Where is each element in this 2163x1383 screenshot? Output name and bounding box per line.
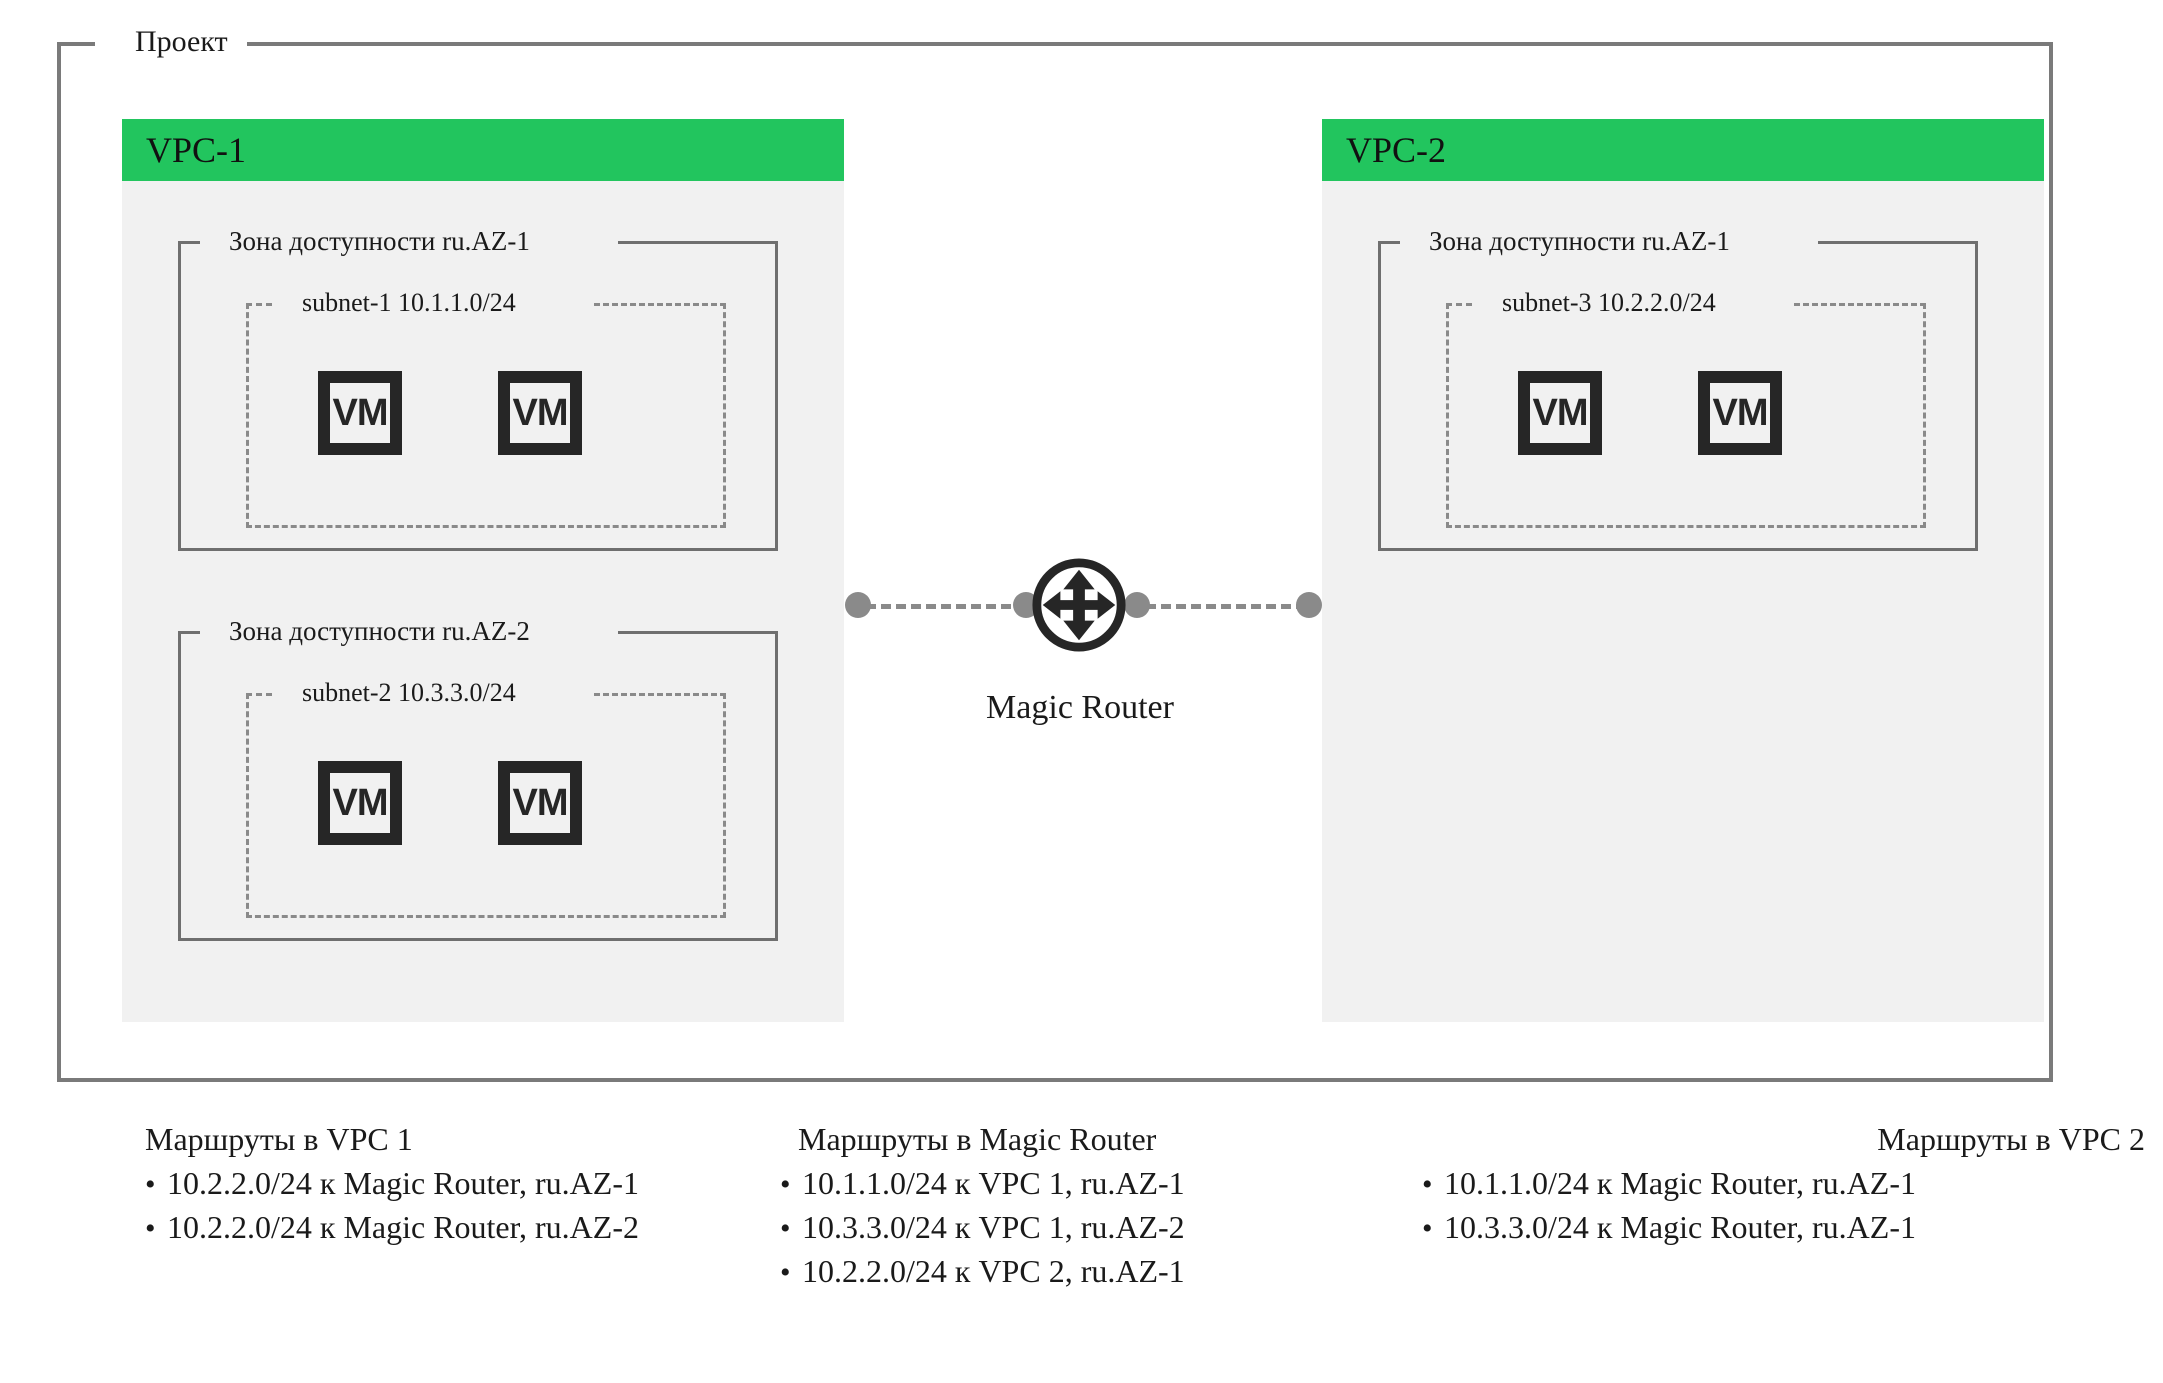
project-frame-border [57,42,61,1082]
vm-instance[interactable]: VM [318,371,402,455]
subnet-border [594,303,726,306]
vm-label: VM [512,392,569,434]
az-border [178,631,200,634]
subnet-2-box: subnet-2 10.3.3.0/24 VM VM [246,676,726,918]
legend-item: 10.2.2.0/24 к VPC 2, ru.AZ-1 [780,1250,1380,1294]
az-border [775,631,778,941]
subnet-border [1446,525,1926,528]
subnet-border [1446,303,1449,528]
az-border [178,548,778,551]
az-border [618,631,778,634]
vpc-1-az-2-label: Зона доступности ru.AZ-2 [220,614,539,648]
vm-instance[interactable]: VM [1518,371,1602,455]
project-frame-border [57,1078,2053,1082]
vpc-1-title: VPC-1 [146,130,247,170]
legend-column-vpc-1: Маршруты в VPC 1 10.2.2.0/24 к Magic Rou… [0,1118,760,1294]
vm-label: VM [332,782,389,824]
az-border [1975,241,1978,551]
vpc-1-az-2-box: Зона доступности ru.AZ-2 subnet-2 10.3.3… [178,614,778,941]
subnet-2-label: subnet-2 10.3.3.0/24 [292,676,526,710]
subnet-3-box: subnet-3 10.2.2.0/24 VM VM [1446,286,1926,528]
vm-label: VM [1712,392,1769,434]
legend-item: 10.3.3.0/24 к VPC 1, ru.AZ-2 [780,1206,1380,1250]
vpc-2-az-1-box: Зона доступности ru.AZ-1 subnet-3 10.2.2… [1378,224,1978,551]
project-frame-border [247,42,2053,46]
legend-item: 10.1.1.0/24 к Magic Router, ru.AZ-1 [1422,1162,2163,1206]
subnet-border [246,915,726,918]
vpc-1-panel: VPC-1 Зона доступности ru.AZ-1 subnet-1 … [122,119,844,1022]
project-frame: Проект [57,23,2053,1082]
az-border [178,241,200,244]
subnet-1-label: subnet-1 10.1.1.0/24 [292,286,526,320]
subnet-border [723,693,726,918]
legend-list: 10.2.2.0/24 к Magic Router, ru.AZ-1 10.2… [145,1162,760,1250]
connector-line-left [866,604,1026,609]
vpc-1-header: VPC-1 [122,119,844,181]
legend-title: Маршруты в VPC 2 [1877,1121,2145,1157]
legend-list: 10.1.1.0/24 к VPC 1, ru.AZ-1 10.3.3.0/24… [780,1162,1380,1294]
subnet-border [246,303,249,528]
az-border [618,241,778,244]
legend-column-vpc-2: Маршруты в VPC 2 10.1.1.0/24 к Magic Rou… [1380,1118,2163,1294]
vm-label: VM [332,392,389,434]
legend-list: 10.1.1.0/24 к Magic Router, ru.AZ-1 10.3… [1422,1162,2163,1250]
vpc-1-az-1-label: Зона доступности ru.AZ-1 [220,224,539,258]
subnet-border [246,303,272,306]
project-frame-border [2049,42,2053,1082]
vm-instance[interactable]: VM [1698,371,1782,455]
four-way-arrows-router-icon[interactable] [1030,556,1128,654]
project-frame-border [57,42,95,46]
az-border [1818,241,1978,244]
connector-dot-right-inner [1124,592,1150,618]
vm-instance[interactable]: VM [498,371,582,455]
legend-title: Маршруты в Magic Router [798,1121,1157,1157]
subnet-border [246,693,272,696]
legend-item: 10.3.3.0/24 к Magic Router, ru.AZ-1 [1422,1206,2163,1250]
subnet-3-label: subnet-3 10.2.2.0/24 [1492,286,1726,320]
project-label: Проект [125,23,238,61]
az-border [1378,548,1978,551]
legend-item: 10.1.1.0/24 к VPC 1, ru.AZ-1 [780,1162,1380,1206]
vm-label: VM [512,782,569,824]
az-border [1378,241,1400,244]
vpc-2-title: VPC-2 [1346,130,1447,170]
legend-column-magic-router: Маршруты в Magic Router 10.1.1.0/24 к VP… [760,1118,1380,1294]
subnet-border [594,693,726,696]
vpc-2-panel: VPC-2 Зона доступности ru.AZ-1 subnet-3 … [1322,119,2044,1022]
subnet-1-box: subnet-1 10.1.1.0/24 VM VM [246,286,726,528]
router-label: Magic Router [986,689,1174,726]
az-border [178,241,181,551]
legend-item: 10.2.2.0/24 к Magic Router, ru.AZ-1 [145,1162,760,1206]
connector-line-right [1146,604,1306,609]
vm-label: VM [1532,392,1589,434]
az-border [775,241,778,551]
subnet-border [723,303,726,528]
legend-title: Маршруты в VPC 1 [145,1121,413,1157]
subnet-border [246,525,726,528]
legend-item: 10.2.2.0/24 к Magic Router, ru.AZ-2 [145,1206,760,1250]
subnet-border [1446,303,1472,306]
routes-legend: Маршруты в VPC 1 10.2.2.0/24 к Magic Rou… [0,1118,2163,1294]
subnet-border [1923,303,1926,528]
az-border [1378,241,1381,551]
vpc-2-az-1-label: Зона доступности ru.AZ-1 [1420,224,1739,258]
az-border [178,631,181,941]
vm-instance[interactable]: VM [498,761,582,845]
az-border [178,938,778,941]
vpc-1-az-1-box: Зона доступности ru.AZ-1 subnet-1 10.1.1… [178,224,778,551]
subnet-border [246,693,249,918]
vm-instance[interactable]: VM [318,761,402,845]
connector-dot-right-outer [1296,592,1322,618]
vpc-2-header: VPC-2 [1322,119,2044,181]
subnet-border [1794,303,1926,306]
